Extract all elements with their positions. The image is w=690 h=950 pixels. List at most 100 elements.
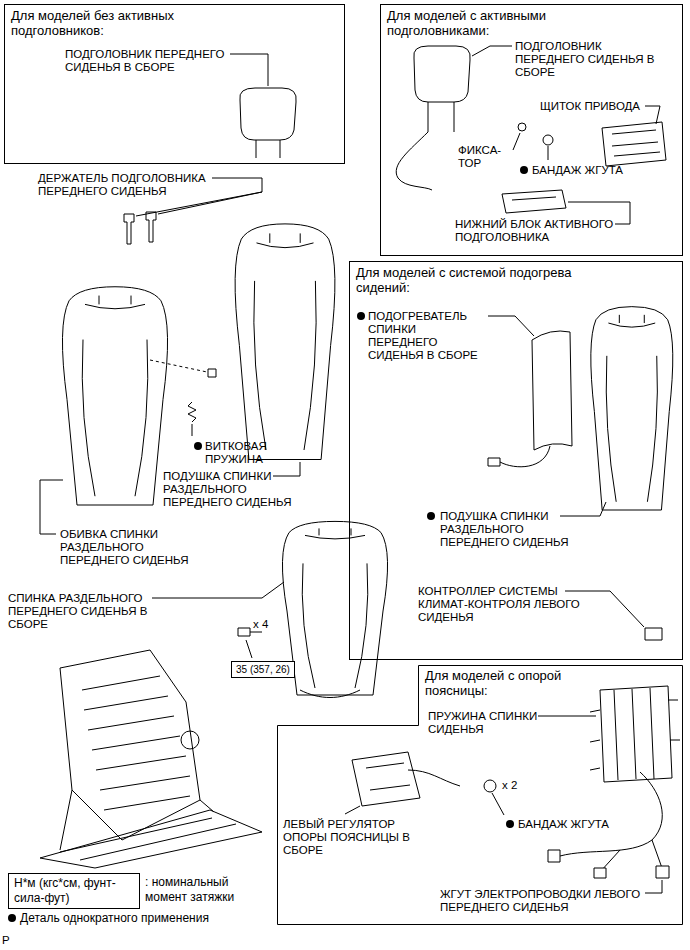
leader-line (645, 880, 662, 893)
leader-line (560, 502, 606, 516)
lumbar-support-illustration (548, 850, 560, 862)
leader-line (192, 424, 193, 436)
single-use-dot (427, 512, 435, 520)
region-heading: Для моделей с опорой поясницы: (425, 668, 575, 698)
seat-frame-illustration (60, 790, 214, 850)
headrest-support-illustration (124, 212, 156, 244)
leader-line (513, 133, 520, 150)
region-heading: Для моделей с системой подогрева сидений… (356, 265, 606, 295)
seatback-cover-illustration (208, 369, 216, 377)
box-text: Н*м (кгс*см, фунт-сила-фут) (14, 876, 134, 906)
part-label: ПОДГОЛОВНИК ПЕРЕДНЕГО СИДЕНЬЯ В СБОРЕ (65, 48, 255, 74)
lumbar-support-illustration (366, 763, 460, 790)
torque-value-box: 35 (357, 26) (231, 661, 295, 678)
seatback-assembly-illustration (250, 632, 262, 633)
leader-line (645, 106, 660, 124)
box-text: 35 (357, 26) (236, 663, 290, 676)
part-label: БАНДАЖ ЖГУТА (532, 164, 652, 177)
seatback-pad-illustration (188, 224, 335, 460)
part-label: НИЖНИЙ БЛОК АКТИВНОГО ПОДГОЛОВНИКА (455, 218, 645, 244)
part-label: ПОДУШКА СПИНКИ РАЗДЕЛЬНОГО ПЕРЕДНЕГО СИД… (163, 470, 298, 509)
variant-region-box: Для моделей без активных подголовников: (4, 4, 345, 164)
torque-legend-box: Н*м (кгс*см, фунт-сила-фут) (8, 873, 140, 909)
lumbar-support-illustration (594, 868, 606, 878)
single-use-dot (8, 914, 16, 922)
part-label: ЖГУТ ЭЛЕКТРОПРОВОДКИ ЛЕВОГО ПЕРЕДНЕГО СИ… (440, 888, 680, 914)
single-use-dot (357, 312, 365, 320)
seatback-pad-illustration (254, 233, 316, 450)
quantity-label: x 4 (253, 618, 268, 631)
active-headrest-parts (502, 122, 666, 213)
leader-line (538, 716, 596, 717)
single-use-dot (194, 442, 202, 450)
seatback-cover-illustration (150, 360, 207, 372)
active-headrest-parts (543, 135, 553, 145)
seat-heater-illustration (591, 307, 673, 510)
leader-line (40, 480, 63, 534)
page-mark: P (2, 934, 10, 947)
headrest-illustration (240, 46, 470, 190)
part-label: ВИТКОВАЯ ПРУЖИНА (205, 440, 295, 466)
seat-heater-illustration (500, 446, 550, 467)
seat-heater-illustration (606, 315, 657, 502)
region-heading: Для моделей без активных подголовников: (11, 8, 211, 38)
leader-line (472, 46, 512, 56)
lumbar-support-illustration (656, 866, 669, 878)
leader-line (246, 640, 252, 658)
part-label: СПИНКА РАЗДЕЛЬНОГО ПЕРЕДНЕГО СИДЕНЬЯ В С… (8, 592, 148, 631)
part-label: ПОДГОЛОВНИК ПЕРЕДНЕГО СИДЕНЬЯ В СБОРЕ (515, 40, 655, 79)
seatback-cover-illustration (82, 296, 148, 497)
seatback-pad-illustration (188, 402, 196, 422)
part-label: ОБИВКА СПИНКИ РАЗДЕЛЬНОГО ПЕРЕДНЕГО СИДЕ… (60, 528, 200, 567)
leader-line (345, 806, 360, 814)
variant-region-box: Для моделей с опорой поясницы: (277, 665, 683, 925)
active-headrest-parts (512, 197, 556, 200)
headrest-illustration (414, 46, 470, 102)
seat-frame-illustration (181, 731, 199, 749)
part-label: ПРУЖИНА СПИНКИ СИДЕНЬЯ (428, 710, 538, 736)
leader-line (548, 146, 549, 160)
seatback-cover-illustration (62, 287, 167, 505)
lumbar-support-illustration (352, 686, 680, 878)
part-label: КОНТРОЛЛЕР СИСТЕМЫ КЛИМАТ-КОНТРОЛЯ ЛЕВОГ… (418, 585, 598, 624)
headrest-illustration (396, 102, 454, 190)
part-label: ДЕРЖАТЕЛЬ ПОДГОЛОВНИКА ПЕРЕДНЕГО СИДЕНЬЯ (38, 172, 258, 198)
region-outline (277, 665, 683, 925)
headrest-illustration (240, 88, 296, 140)
headrest-support-illustration (146, 212, 156, 242)
active-headrest-parts (612, 130, 660, 156)
part-label: ПОДОГРЕВАТЕЛЬ СПИНКИ ПЕРЕДНЕГО СИДЕНЬЯ В… (368, 310, 483, 362)
seatback-assembly-illustration (302, 528, 368, 688)
region-heading: Для моделей с активными подголовниками: (387, 8, 562, 38)
part-label: ЛЕВЫЙ РЕГУЛЯТОР ОПОРЫ ПОЯСНИЦЫ В СБОРЕ (283, 818, 418, 857)
leader-line (488, 316, 534, 336)
part-label: БАНДАЖ ЖГУТА (518, 818, 638, 831)
quantity-label: x 2 (502, 779, 517, 792)
legend-text: Деталь однократного применения (20, 911, 209, 925)
seat-heater-illustration (645, 628, 662, 640)
seat-frame-illustration (82, 676, 190, 810)
active-headrest-parts (602, 122, 666, 166)
part-label: ФИКСА-ТОР (458, 144, 510, 170)
single-use-dot (520, 166, 528, 174)
seat-frame-illustration (40, 810, 262, 868)
single-use-dot (506, 820, 514, 828)
seatback-pad-illustration (235, 224, 335, 460)
active-headrest-parts (518, 123, 526, 131)
seat-heater-illustration (532, 331, 572, 450)
seat-heater-illustration (488, 458, 500, 466)
leader-line (492, 793, 504, 815)
active-headrest-parts (502, 190, 566, 213)
part-label: ПОДУШКА СПИНКИ РАЗДЕЛЬНОГО ПЕРЕДНЕГО СИД… (440, 510, 590, 549)
seat-frame-illustration (60, 650, 200, 840)
headrest-support-illustration (124, 214, 134, 244)
legend-text: : номинальный момент затяжки (145, 875, 255, 905)
lumbar-support-illustration (484, 780, 496, 792)
headrest-illustration (256, 140, 280, 158)
lumbar-support-illustration (352, 752, 420, 806)
region-outline (278, 666, 683, 925)
lumbar-support-illustration (590, 688, 680, 780)
lumbar-support-illustration (600, 686, 672, 782)
